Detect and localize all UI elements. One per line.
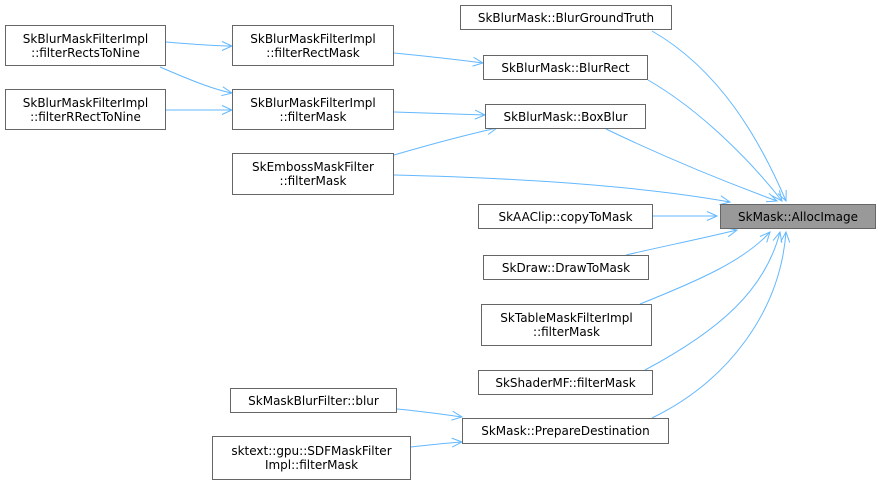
node-embossmaskfilter-filtermask[interactable]: SkEmbossMaskFilter::filterMask bbox=[232, 153, 394, 195]
node-boxblur[interactable]: SkBlurMask::BoxBlur bbox=[485, 104, 646, 129]
edge-blurgroundtruth-to-allocimage bbox=[651, 30, 787, 202]
arrowhead-allocimage bbox=[719, 195, 732, 206]
edge-shadermf-filtermask-to-allocimage bbox=[644, 231, 781, 371]
node-label-line: SkBlurMask::BoxBlur bbox=[503, 109, 628, 124]
edge-blurmaskfilterimpl-filterrectstonine-to-blurmaskfilterimpl-filtermask bbox=[159, 66, 233, 94]
edge-tablemaskfilterimpl-filtermask-to-allocimage bbox=[639, 231, 771, 305]
node-label-line: SkBlurMask::BlurGroundTruth bbox=[477, 10, 655, 25]
node-allocimage: SkMask::AllocImage bbox=[720, 204, 876, 229]
node-label-line: SkMask::PrepareDestination bbox=[481, 424, 650, 438]
node-label-line: SkBlurMaskFilterImpl bbox=[250, 95, 376, 110]
node-shadermf-filtermask[interactable]: SkShaderMF::filterMask bbox=[478, 370, 653, 395]
edge-blurmaskfilterimpl-filtermask-to-boxblur bbox=[393, 111, 486, 116]
node-label-line: ::filterMask bbox=[279, 174, 347, 188]
node-blurmaskfilterimpl-filterrectstonine[interactable]: SkBlurMaskFilterImpl::filterRectsToNine bbox=[5, 25, 166, 66]
node-label-line: SkAAClip::copyToMask bbox=[498, 209, 633, 224]
arrowhead-preparedestination bbox=[451, 410, 464, 421]
node-label-line: SkMaskBlurFilter::blur bbox=[248, 393, 379, 408]
edge-blurmaskfilterimpl-filterrectmask-to-blurrect bbox=[393, 52, 484, 64]
edge-draw-drawtomask-to-allocimage bbox=[625, 229, 738, 256]
node-label-line: Impl::filterMask bbox=[264, 458, 359, 472]
node-blurmaskfilterimpl-filterrectmask[interactable]: SkBlurMaskFilterImpl::filterRectMask bbox=[232, 25, 394, 66]
node-label-line: ::filterMask bbox=[533, 325, 600, 339]
node-label-line: sktext::gpu::SDFMaskFilter bbox=[231, 444, 392, 458]
arrowhead-allocimage bbox=[780, 230, 791, 243]
node-label-line: ::filterRRectToNine bbox=[30, 109, 141, 124]
node-label-line: ::filterRectsToNine bbox=[31, 45, 140, 60]
edge-sdfmaskfilterimpl-filtermask-to-preparedestination bbox=[410, 441, 463, 448]
node-blurmaskfilterimpl-filtermask[interactable]: SkBlurMaskFilterImpl::filterMask bbox=[232, 89, 394, 130]
node-blurgroundtruth[interactable]: SkBlurMask::BlurGroundTruth bbox=[460, 5, 672, 30]
node-label-line: SkDraw::DrawToMask bbox=[501, 260, 631, 275]
node-blurmaskfilterimpl-filterrrecttonine[interactable]: SkBlurMaskFilterImpl::filterRRectToNine bbox=[5, 89, 166, 130]
arrowhead-allocimage bbox=[765, 192, 779, 203]
node-maskblurfilter-blur[interactable]: SkMaskBlurFilter::blur bbox=[230, 388, 397, 413]
node-aaclip-copytomask[interactable]: SkAAClip::copyToMask bbox=[478, 204, 653, 229]
node-label-line: SkBlurMaskFilterImpl bbox=[250, 31, 376, 46]
edge-blurrect-to-allocimage bbox=[647, 79, 783, 202]
node-label-line: SkBlurMaskFilterImpl bbox=[22, 31, 149, 46]
node-label-line: ::filterRectMask bbox=[266, 45, 360, 60]
node-label-line: SkMask::AllocImage bbox=[738, 209, 858, 224]
arrowhead-allocimage bbox=[772, 190, 783, 202]
arrowhead-allocimage bbox=[759, 231, 771, 243]
node-label-line: SkEmbossMaskFilter bbox=[252, 160, 374, 174]
node-label-line: SkShaderMF::filterMask bbox=[495, 375, 636, 390]
node-tablemaskfilterimpl-filtermask[interactable]: SkTableMaskFilterImpl::filterMask bbox=[481, 304, 652, 346]
edge-blurmaskfilterimpl-filterrectstonine-to-blurmaskfilterimpl-filterrectmask bbox=[165, 41, 233, 47]
node-preparedestination[interactable]: SkMask::PrepareDestination bbox=[462, 418, 669, 444]
node-blurrect[interactable]: SkBlurMask::BlurRect bbox=[483, 55, 648, 80]
arrowhead-allocimage bbox=[706, 211, 719, 221]
node-draw-drawtomask[interactable]: SkDraw::DrawToMask bbox=[483, 255, 649, 280]
edge-boxblur-to-allocimage bbox=[605, 128, 778, 202]
edge-embossmaskfilter-filtermask-to-boxblur bbox=[393, 127, 498, 156]
node-label-line: ::filterMask bbox=[279, 109, 347, 124]
edge-preparedestination-to-allocimage bbox=[651, 231, 787, 419]
arrowhead-allocimage bbox=[772, 230, 783, 243]
node-label-line: SkBlurMaskFilterImpl bbox=[22, 95, 149, 110]
edge-embossmaskfilter-filtermask-to-allocimage bbox=[393, 174, 731, 203]
node-label-line: SkTableMaskFilterImpl bbox=[500, 311, 633, 325]
edge-maskblurfilter-blur-to-preparedestination bbox=[396, 408, 463, 418]
node-label-line: SkBlurMask::BlurRect bbox=[501, 60, 630, 75]
